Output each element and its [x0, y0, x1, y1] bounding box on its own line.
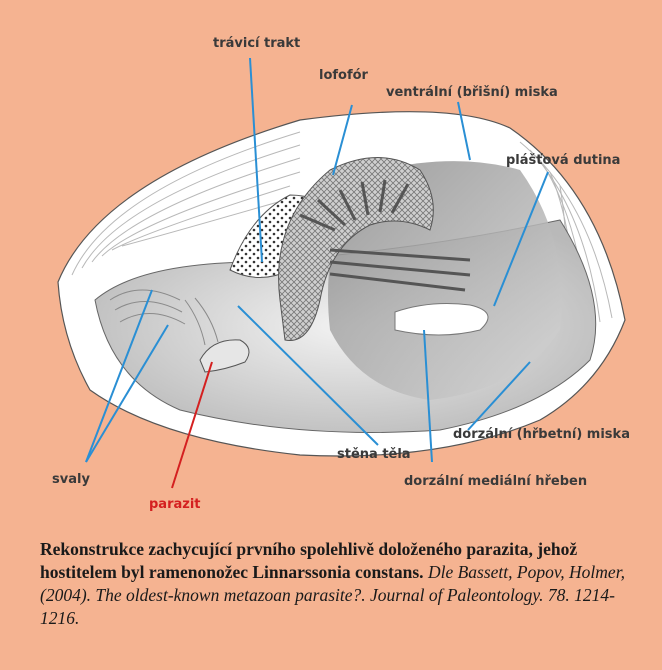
label-body-wall: stěna těla — [337, 447, 411, 462]
brachiopod-diagram: trávicí trakt lofofór ventrální (břišní)… — [0, 0, 662, 520]
label-parasite: parazit — [149, 497, 201, 512]
label-lophophore: lofofór — [319, 68, 369, 83]
label-muscles: svaly — [52, 472, 90, 487]
figure-caption: Rekonstrukce zachycující prvního spolehl… — [40, 538, 625, 630]
label-ventral-valve: ventrální (břišní) miska — [386, 85, 558, 100]
label-dorsal-valve: dorzální (hřbetní) miska — [453, 427, 630, 442]
label-digestive-tract: trávicí trakt — [213, 36, 300, 51]
dorsal-ridge-shape — [395, 304, 488, 335]
label-mantle-cavity: plášťová dutina — [506, 153, 620, 168]
label-dorsal-median-ridge: dorzální mediální hřeben — [404, 474, 587, 489]
